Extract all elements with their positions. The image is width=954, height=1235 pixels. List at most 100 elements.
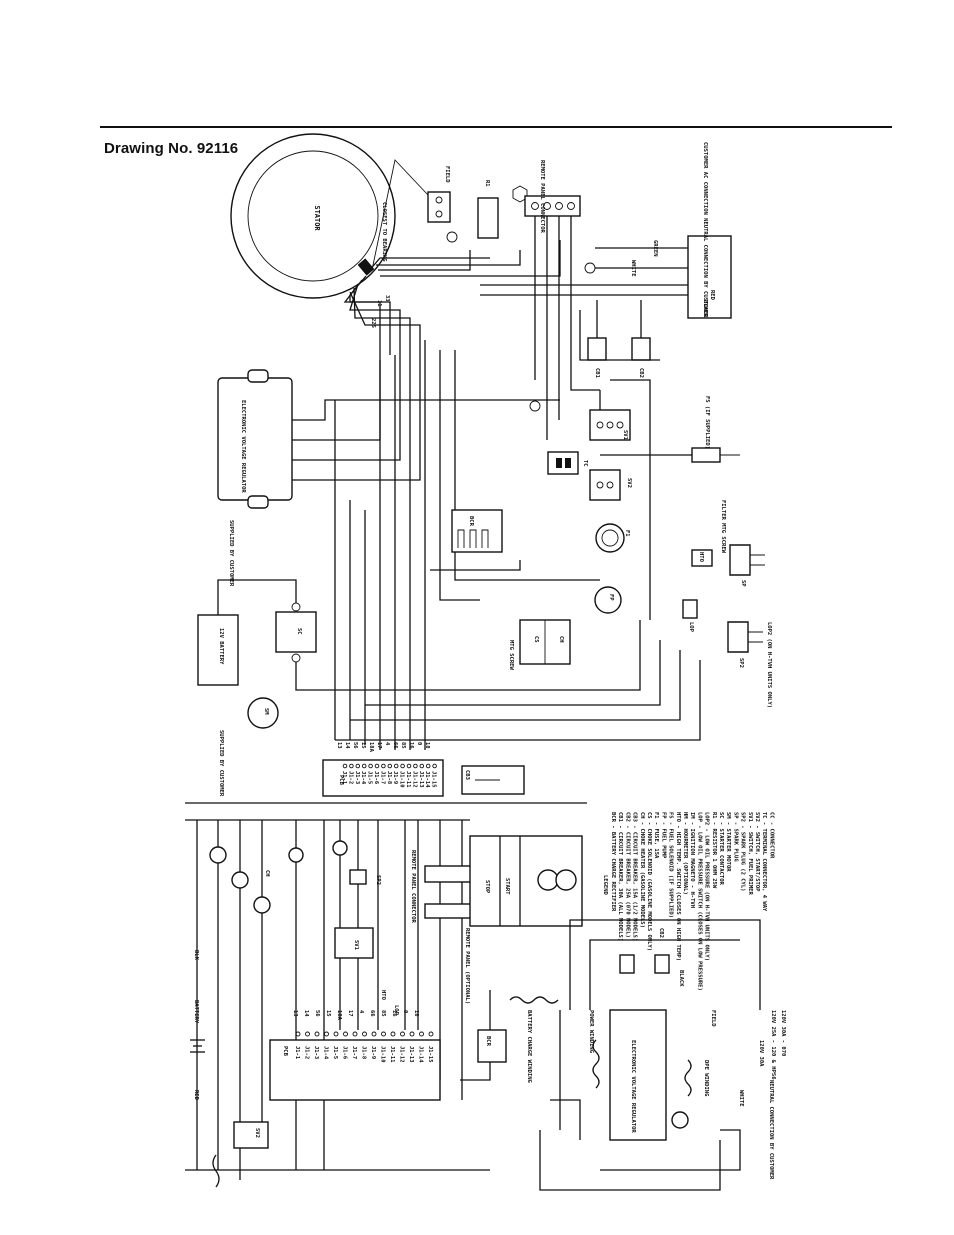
cb1-label: CB1 <box>594 368 600 379</box>
pcb-lower-wire-label: 13 <box>292 1010 298 1017</box>
resistor-r1: R1 <box>477 180 499 239</box>
pcb-pin-label: J1-9 <box>392 771 398 784</box>
legend-title: LEGEND <box>602 875 608 896</box>
header-rule <box>100 126 892 128</box>
filter-mtg-screw-label: FILTER MTG SCREW <box>720 500 726 554</box>
ch-lower-label: CH <box>264 870 270 877</box>
pcb-wire-label: 56 <box>352 742 358 749</box>
evr-wire-4 <box>292 340 421 481</box>
legend-item: SP - SPARK PLUG <box>732 812 738 862</box>
stator-leads <box>343 240 561 360</box>
pcb-pin <box>400 763 405 769</box>
battery-charge-winding-label: BATTERY CHARGE WINDING <box>526 1010 532 1084</box>
pcb-wire-label: 66 <box>392 742 398 749</box>
bearing-leader <box>371 159 429 271</box>
pcb-lower: PCB <box>269 1039 441 1101</box>
legend-item: SV2 - SWITCH, START/STOP <box>754 812 760 892</box>
stator: STATOR <box>230 133 396 299</box>
legend-item: CS - CHOKE SOLENOID (GASOLINE MODELS ONL… <box>646 812 652 951</box>
legend-item: TC - TERMINAL CONNECTOR, 4 WAY <box>761 812 767 912</box>
lead-11: 11 <box>376 300 382 307</box>
lead-22s: 22S <box>370 318 376 328</box>
pcb-pin <box>342 763 348 769</box>
pcb-wire-label: 14 <box>344 742 350 749</box>
power-winding-label: POWER WINDING <box>588 1010 594 1054</box>
pcb-lower-pin-label: J1-15 <box>427 1046 433 1063</box>
pcb-lower-pin-label: J1-12 <box>399 1046 405 1063</box>
battery-charge-winding: BATTERY CHARGE WINDING <box>460 990 559 1084</box>
pcb-lower-pin <box>362 1031 367 1037</box>
mtg-screw-label: MTG SCREW <box>508 640 514 670</box>
fuel-primer-switch-sv1: SV1 <box>589 409 631 441</box>
breaker-wiring <box>579 300 660 361</box>
stator-label: STATOR <box>313 205 321 231</box>
ground-terminal-g1 <box>584 262 596 274</box>
start-label: START <box>504 878 510 895</box>
pcb-lower-pin <box>390 1031 396 1037</box>
pcb-pin-label: J1-11 <box>405 771 411 788</box>
pcb-lower-pin <box>371 1031 377 1037</box>
pcb-pin <box>361 763 367 769</box>
pcb-pin-label: J1-8 <box>386 771 392 784</box>
supplied-by-customer-label-2: SUPPLIED BY CUSTOMER <box>218 730 224 797</box>
r1-label: R1 <box>484 180 490 187</box>
pcb-wire-label: 16 <box>408 742 414 749</box>
pcb-pin <box>419 763 425 769</box>
field-brush-assembly: FIELD <box>427 166 451 223</box>
pcb-lower-pin <box>343 1031 348 1037</box>
battery: 12V BATTERY SUPPLIED BY CUSTOMER <box>197 520 239 686</box>
pcb-lower-pin-label: J1-2 <box>304 1046 310 1059</box>
legend-item: SV1 - SWITCH, FUEL PRIMER <box>747 812 753 895</box>
ch-label: CH <box>558 636 564 643</box>
pcb-lower-pin <box>428 1031 434 1037</box>
pcb-lower-pin <box>314 1031 320 1037</box>
pcb-lower-pin-label: J1-5 <box>332 1046 338 1059</box>
pcb-pin <box>393 763 399 769</box>
evr-wire-3 <box>292 350 401 461</box>
battery-lower: BATTERY BLK RED <box>190 950 205 1101</box>
lower-loads: CH SV1 SP2 HTO LOP <box>209 840 399 1016</box>
legend-item: FP - FUEL PUMP <box>660 812 666 859</box>
black-lower-label: BLACK <box>678 970 684 987</box>
legend: LEGEND <box>602 875 608 896</box>
circuit-breaker-cb2: CB2 <box>631 337 651 378</box>
battery-positive-wire <box>217 579 297 615</box>
f1-label: F1 <box>624 530 630 537</box>
choke-assembly: CS CH MTG SCREW <box>508 619 571 670</box>
pcb-lower-pin-label: J1-7 <box>351 1046 357 1059</box>
pcb-wire-label: 4 <box>384 742 390 746</box>
legend-item: SM - STARTER MOTOR <box>725 812 731 872</box>
ground-terminal-g1b <box>529 400 541 412</box>
pcb-lower-pin <box>419 1031 424 1037</box>
remote-panel-lower-label: REMOTE PANEL CONNECTOR <box>410 850 416 924</box>
dpe-winding-label: DPE WINDING <box>703 1060 709 1097</box>
fs-label: FS (IF SUPPLIED) <box>704 396 710 449</box>
pcb-pin <box>387 763 393 769</box>
pcb-lower-pin-label: J1-1 <box>294 1046 300 1060</box>
sp2-label: SP2 <box>738 658 744 668</box>
pcb-pin <box>355 763 361 769</box>
legend-item: CB1 - CIRCUIT BREAKER, 30A (ALL MODELS) <box>617 812 623 941</box>
lead-33: 33 <box>384 295 390 302</box>
pcb-lower-wire-label: 4 <box>358 1010 364 1014</box>
circuit-breaker-cb1: CB1 <box>587 337 607 379</box>
pcb-lower-pin-label: J1-9 <box>370 1046 376 1059</box>
evr-lower-label: ELECTRONIC VOLTAGE REGULATOR <box>630 1040 636 1133</box>
pcb-wire-label: 18 <box>424 742 430 749</box>
pcb-lower-pin <box>352 1031 358 1037</box>
white-label: WHITE <box>630 260 636 277</box>
legend-item: BCR - BATTERY CHARGE RECTIFIER <box>610 812 616 912</box>
stator-terminal-block <box>357 258 375 276</box>
pcb-wire-label: 17 <box>376 742 382 749</box>
legend-item: HM - HOURMETER (OPTIONAL) <box>682 812 688 895</box>
pcb-lower-pin-label: J1-11 <box>389 1046 395 1063</box>
rating-3-label: 120V 30A - 070 <box>780 1010 786 1056</box>
remote-panel-connector: REMOTE PANEL CONNECTOR <box>524 160 581 234</box>
pcb-pin-label: J1-5 <box>367 771 373 784</box>
sc-wire-16 <box>295 662 460 691</box>
pcb-lower-wire-label: 66 <box>369 1010 375 1017</box>
lower-bottom-harness <box>539 1010 721 1191</box>
sv1-label: SV1 <box>622 430 628 441</box>
pcb-lower-pin-label: J1-4 <box>323 1046 329 1060</box>
pcb-wire-label: 13 <box>336 742 342 749</box>
